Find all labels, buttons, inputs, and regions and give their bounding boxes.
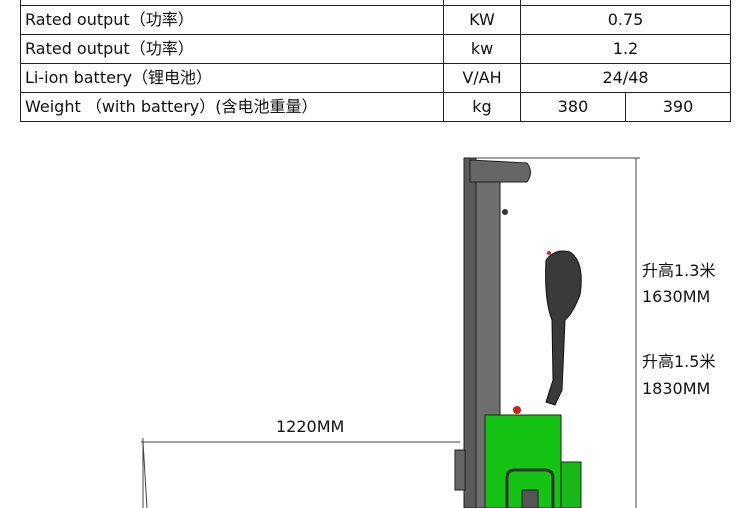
height-option-2-title: 升高1.5米 [642, 352, 716, 371]
row-value: 380 [520, 92, 626, 122]
height-option-1-title: 升高1.3米 [642, 261, 716, 280]
row-label: Rated output（功率） [20, 5, 444, 35]
height-option-2-value: 1830MM [642, 379, 711, 398]
row-unit: KW [443, 5, 521, 35]
table-row: Weight （with battery）(含电池重量） kg 380 390 [20, 92, 731, 122]
grab-handle [505, 468, 555, 508]
row-value: 390 [625, 92, 731, 122]
row-value: 24/48 [520, 63, 731, 93]
height-option-1-value: 1630MM [642, 287, 711, 306]
handle-button [547, 251, 551, 255]
mast-top-cap [469, 159, 531, 183]
length-dimension-ext [142, 441, 148, 508]
emergency-stop [513, 406, 521, 414]
carriage [454, 449, 466, 491]
row-value: 0.75 [520, 5, 731, 35]
spec-table: Rated output（功率） KW 0.75 Rated output（功率… [20, 0, 731, 122]
mast-outer [463, 157, 477, 508]
table-row: Rated output（功率） KW 0.75 [20, 5, 731, 35]
side-panel [560, 461, 582, 508]
length-label: 1220MM [276, 417, 345, 436]
row-label: Weight （with battery）(含电池重量） [20, 92, 444, 122]
row-unit: kg [443, 92, 521, 122]
mast-bolt [502, 209, 508, 215]
tiller-handle [545, 250, 582, 406]
charge-port [521, 489, 539, 508]
